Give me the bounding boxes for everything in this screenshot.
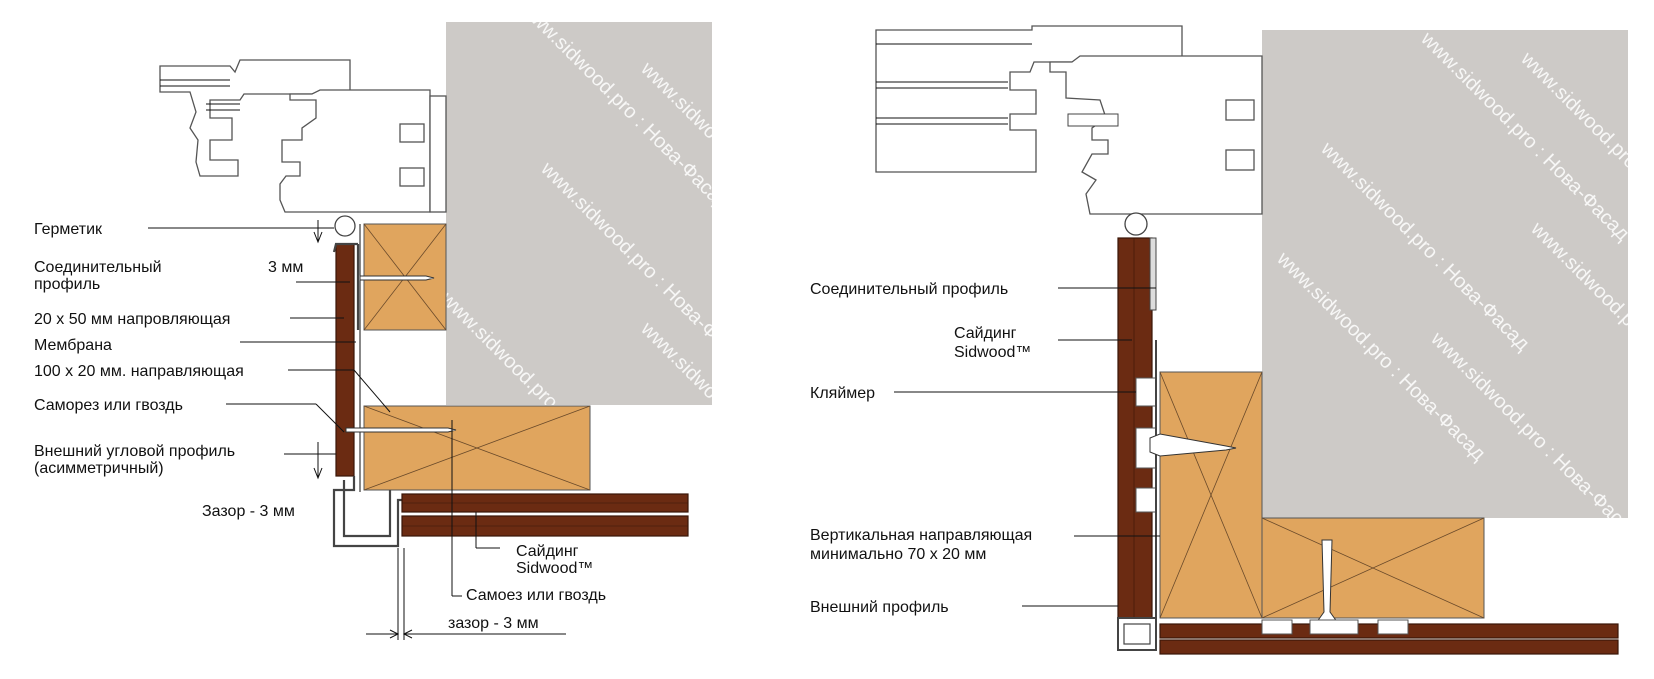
left-wall — [446, 22, 712, 405]
label-screw-or-nail: Саморез или гвоздь — [34, 397, 183, 414]
label-line: Внешний угловой профиль — [34, 443, 235, 460]
label-gap-top: 3 мм — [268, 259, 303, 276]
label-line: (асимметричный) — [34, 460, 164, 477]
right-detail: www.sidwood.pro : Нова-Фасад www.sidwood… — [810, 25, 1628, 655]
left-vertical-siding — [335, 243, 355, 477]
label-right-vertical-guide: Вертикальная направляющая минимально 70 … — [810, 527, 1037, 563]
left-sealant-bead — [334, 215, 356, 237]
left-screw-lower — [345, 427, 457, 433]
label-gap-side: Зазор - 3 мм — [202, 503, 295, 520]
right-wall — [1262, 30, 1628, 518]
label-guide-100x20: 100 х 20 мм. направляющая — [34, 363, 244, 380]
label-right-siding: Сайдинг Sidwood™ — [954, 325, 1031, 361]
label-screw-or-nail-2: Самоез или гвоздь — [466, 587, 606, 604]
right-screw-horizontal — [1149, 433, 1237, 457]
left-detail: www.sidwood.pro : Нова-Фасад www.sidwood… — [34, 22, 712, 640]
label-sealant: Герметик — [34, 221, 103, 238]
label-right-joint-profile: Соединительный профиль — [810, 281, 1008, 298]
right-joint-profile — [1149, 237, 1157, 311]
left-top-profiles — [159, 59, 447, 213]
right-leaders — [894, 287, 1160, 607]
label-joint-profile: Соединительный профиль — [34, 259, 166, 293]
label-right-outer-profile: Внешний профиль — [810, 599, 949, 616]
right-outer-profile — [1117, 617, 1157, 651]
label-outer-corner-profile: Внешний угловой профиль (асимметричный) — [34, 443, 240, 477]
label-line: Сайдинг — [516, 543, 579, 560]
left-leaders — [148, 227, 500, 597]
label-line: Соединительный — [34, 259, 162, 276]
label-line: профиль — [34, 276, 100, 293]
left-guide-100x20 — [363, 405, 591, 491]
left-bottom-siding — [401, 493, 689, 537]
label-line: Сайдинг — [954, 325, 1017, 342]
right-bottom-siding — [1159, 619, 1619, 655]
label-membrane: Мембрана — [34, 337, 112, 354]
right-top-profiles — [875, 25, 1263, 215]
left-outer-corner-profile — [332, 476, 600, 548]
right-sealant-bead — [1124, 212, 1148, 236]
label-line: минимально 70 х 20 мм — [810, 546, 986, 563]
right-vertical-guide — [1159, 371, 1263, 619]
left-screw-upper — [359, 275, 435, 281]
right-horizontal-guide — [1261, 517, 1485, 619]
label-siding: Сайдинг Sidwood™ — [516, 543, 593, 577]
label-line: Sidwood™ — [516, 560, 593, 577]
label-line: Sidwood™ — [954, 344, 1031, 361]
left-joint-profile — [332, 242, 360, 330]
label-gap-bottom: зазор - 3 мм — [448, 615, 539, 632]
label-line: Вертикальная направляющая — [810, 527, 1032, 544]
label-right-clamp: Кляймер — [810, 385, 875, 402]
label-guide-20x50: 20 х 50 мм напровляющая — [34, 311, 230, 328]
left-dimensions — [313, 220, 566, 640]
